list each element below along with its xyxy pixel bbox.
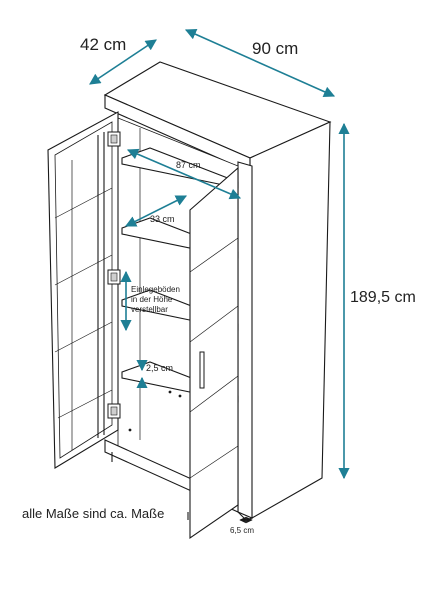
dimension-depth: 42 cm [80,35,157,85]
shelf-note-line2: in der Höhe [131,295,173,304]
dimension-foot: 6,5 cm [230,516,254,535]
dimension-inner-width: 87 cm [126,148,242,200]
dimension-height: 189,5 cm [338,122,416,480]
inner-width-label: 87 cm [176,160,201,170]
dimension-width: 90 cm [184,28,336,98]
hinge-top [107,131,121,147]
width-label: 90 cm [252,39,298,58]
dimension-shelf-thickness: 2,5 cm [136,359,173,389]
dimension-inner-depth: 33 cm [124,195,188,227]
right-door [189,166,239,540]
shelf-note-line1: Einlegeböden [131,285,180,294]
hinge-bottom [107,403,121,419]
door-handle [199,351,205,389]
height-label: 189,5 cm [350,289,416,306]
foot-height-label: 6,5 cm [230,526,254,535]
depth-label: 42 cm [80,35,126,54]
shelf-thickness-label: 2,5 cm [146,363,173,373]
footnote: alle Maße sind ca. Maße [22,506,164,521]
left-door [47,111,121,469]
inner-depth-label: 33 cm [150,214,175,224]
shelf-note-line3: verstellbar [131,305,168,314]
hinge-middle [107,269,121,285]
dimension-shelf-adjust: Einlegeböden in der Höhe verstellbar [120,270,180,332]
